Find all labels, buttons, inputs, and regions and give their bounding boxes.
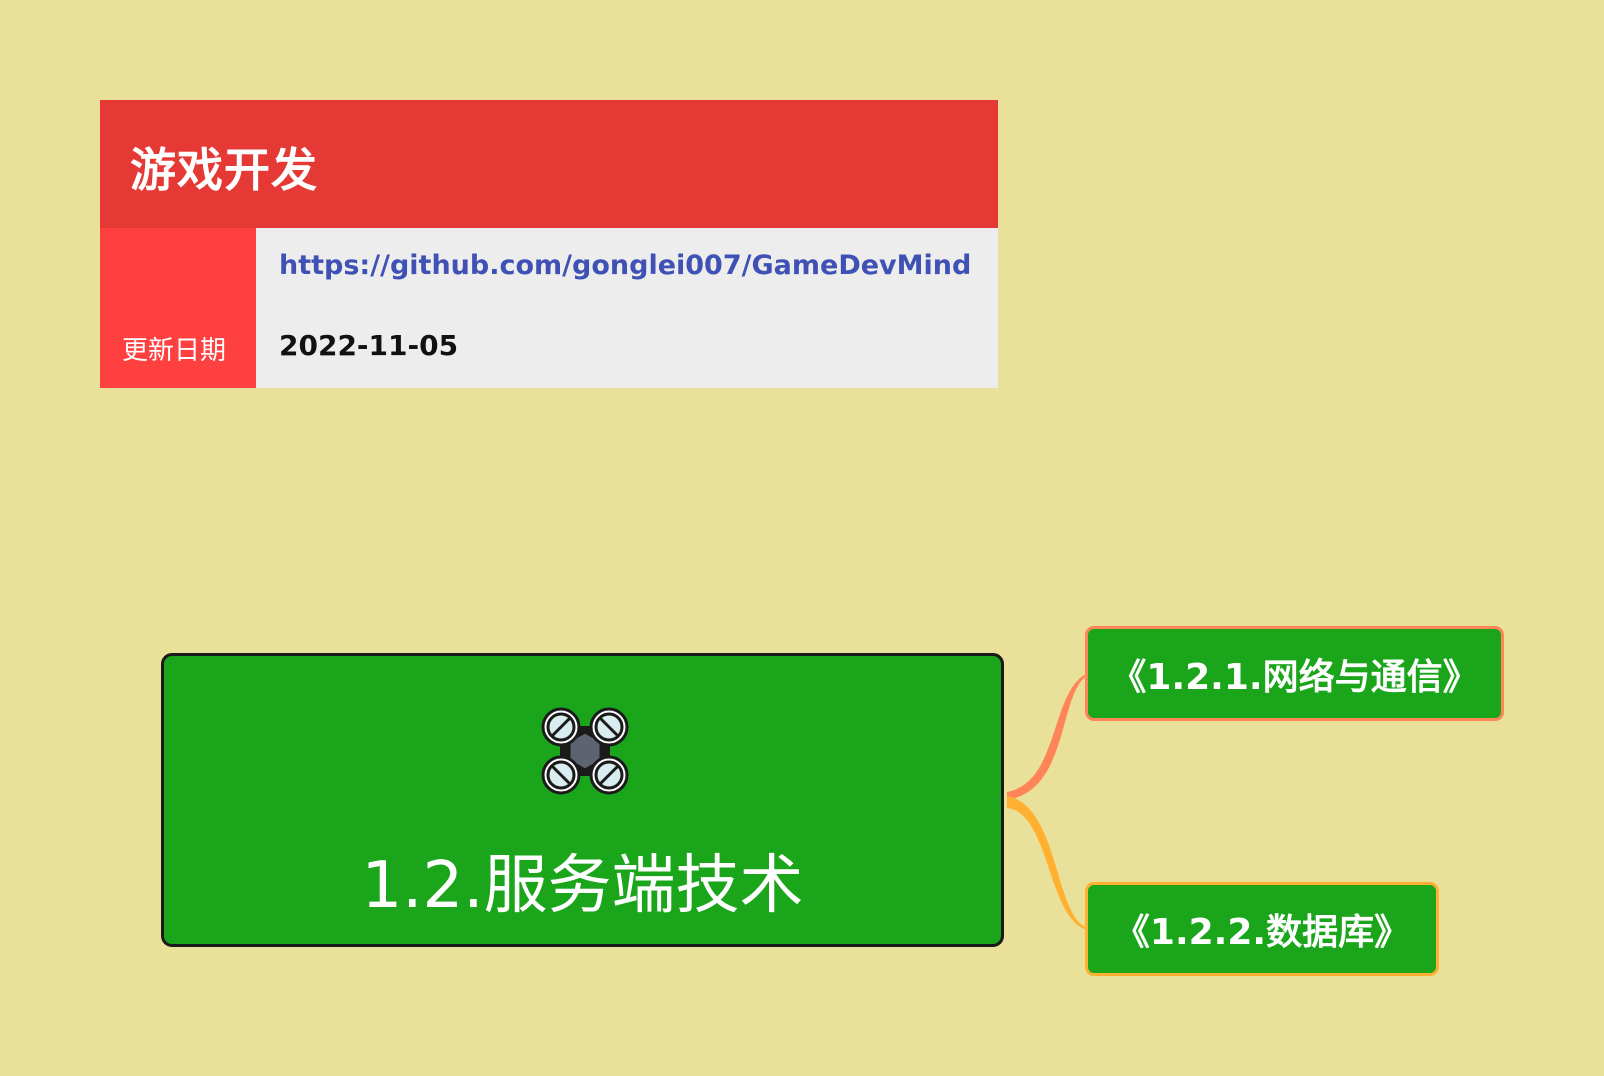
update-date-label: 更新日期	[122, 336, 227, 366]
connector-to-subtopic-1	[1007, 673, 1088, 800]
subtopic-database-label: 《1.2.2.数据库》	[1113, 912, 1411, 953]
connector-to-subtopic-2	[1007, 796, 1088, 930]
card-title: 游戏开发	[130, 143, 318, 197]
main-topic-label: 1.2.服务端技术	[361, 849, 804, 923]
subtopic-network-node[interactable]: 《1.2.1.网络与通信》	[1085, 626, 1504, 721]
update-date-value: 2022-11-05	[279, 329, 459, 362]
subtopic-network-label: 《1.2.1.网络与通信》	[1110, 656, 1479, 698]
card-side-panel: 更新日期	[100, 228, 256, 388]
card-header: 游戏开发	[100, 100, 998, 228]
github-link[interactable]: https://github.com/gonglei007/GameDevMin…	[279, 250, 972, 281]
drone-icon	[541, 707, 629, 795]
card-body: https://github.com/gonglei007/GameDevMin…	[256, 228, 998, 388]
main-topic-node[interactable]: 1.2.服务端技术	[161, 653, 1004, 947]
info-card: 游戏开发 更新日期 https://github.com/gonglei007/…	[100, 100, 998, 388]
subtopic-database-node[interactable]: 《1.2.2.数据库》	[1085, 882, 1439, 976]
